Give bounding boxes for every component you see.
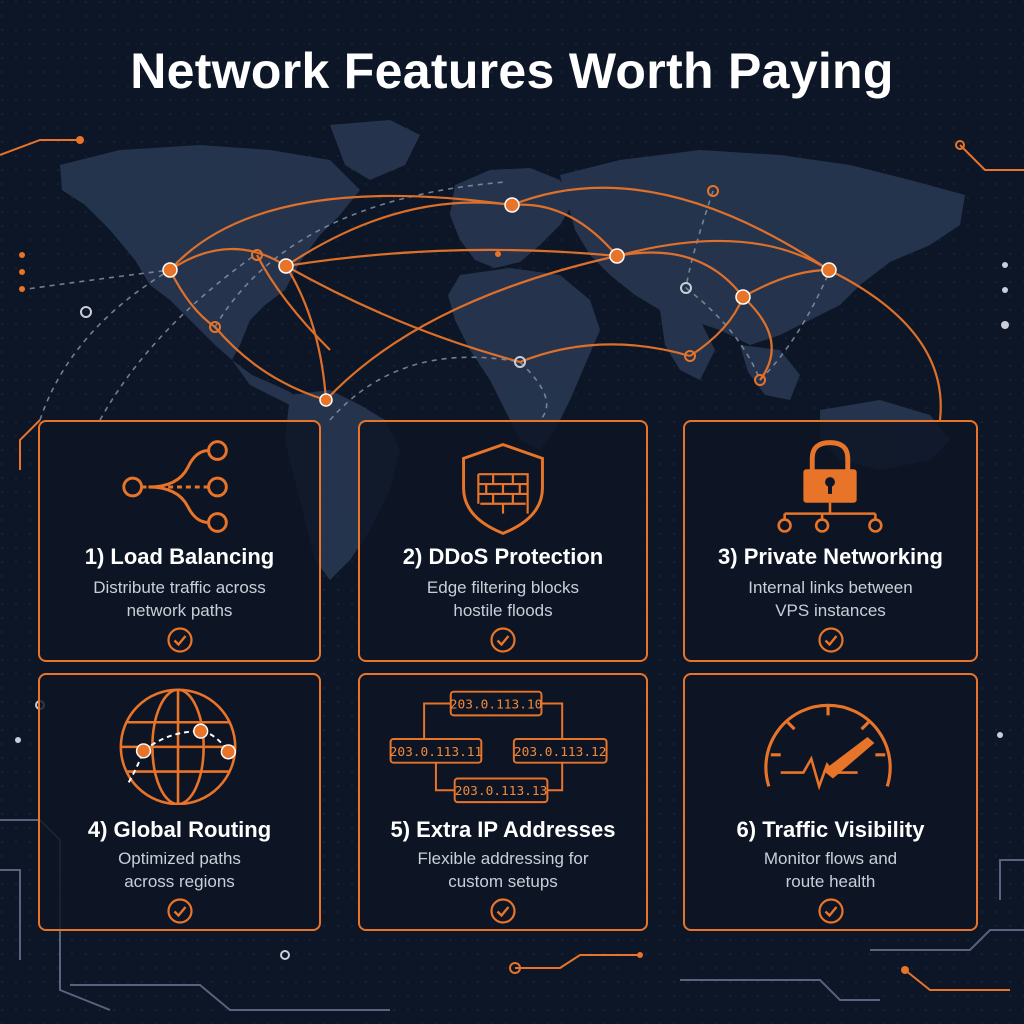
check-icon bbox=[817, 627, 844, 653]
load-balancer-icon bbox=[122, 440, 228, 533]
card-title: 1) Load Balancing bbox=[84, 544, 275, 569]
card-title: 5) Extra IP Addresses bbox=[390, 817, 616, 842]
card-title: 4) Global Routing bbox=[87, 817, 272, 842]
card-title: 3) Private Networking bbox=[718, 544, 943, 569]
ip-label: 203.0.113.13 bbox=[455, 784, 548, 799]
ip-label: 203.0.113.12 bbox=[514, 745, 607, 760]
ip-label: 203.0.113.11 bbox=[390, 745, 483, 760]
feature-card-private-networking: 3) Private Networking Internal links bet… bbox=[683, 420, 978, 662]
globe-route-icon bbox=[119, 688, 237, 805]
gauge-monitor-icon bbox=[764, 703, 892, 791]
page-title: Network Features Worth Paying bbox=[130, 43, 894, 99]
check-icon bbox=[166, 627, 193, 653]
route-nodes bbox=[80, 185, 837, 407]
check-icon bbox=[490, 898, 516, 924]
card-title: 2) DDoS Protection bbox=[402, 544, 604, 569]
shield-firewall-icon bbox=[462, 443, 544, 535]
check-icon bbox=[166, 898, 193, 924]
ip-blocks-icon: 203.0.113.10 203.0.113.11 203.0.113.12 2… bbox=[389, 690, 608, 804]
ip-label: 203.0.113.10 bbox=[450, 697, 543, 712]
card-title: 6) Traffic Visibility bbox=[736, 817, 925, 842]
feature-card-ddos-protection: 2) DDoS Protection Edge filtering blocks… bbox=[358, 420, 648, 662]
check-icon bbox=[817, 898, 844, 924]
feature-card-extra-ip-addresses: 203.0.113.10 203.0.113.11 203.0.113.12 2… bbox=[358, 673, 648, 931]
check-icon bbox=[490, 627, 516, 653]
padlock-network-icon bbox=[777, 440, 883, 533]
feature-card-load-balancing: 1) Load Balancing Distribute traffic acr… bbox=[38, 420, 321, 662]
